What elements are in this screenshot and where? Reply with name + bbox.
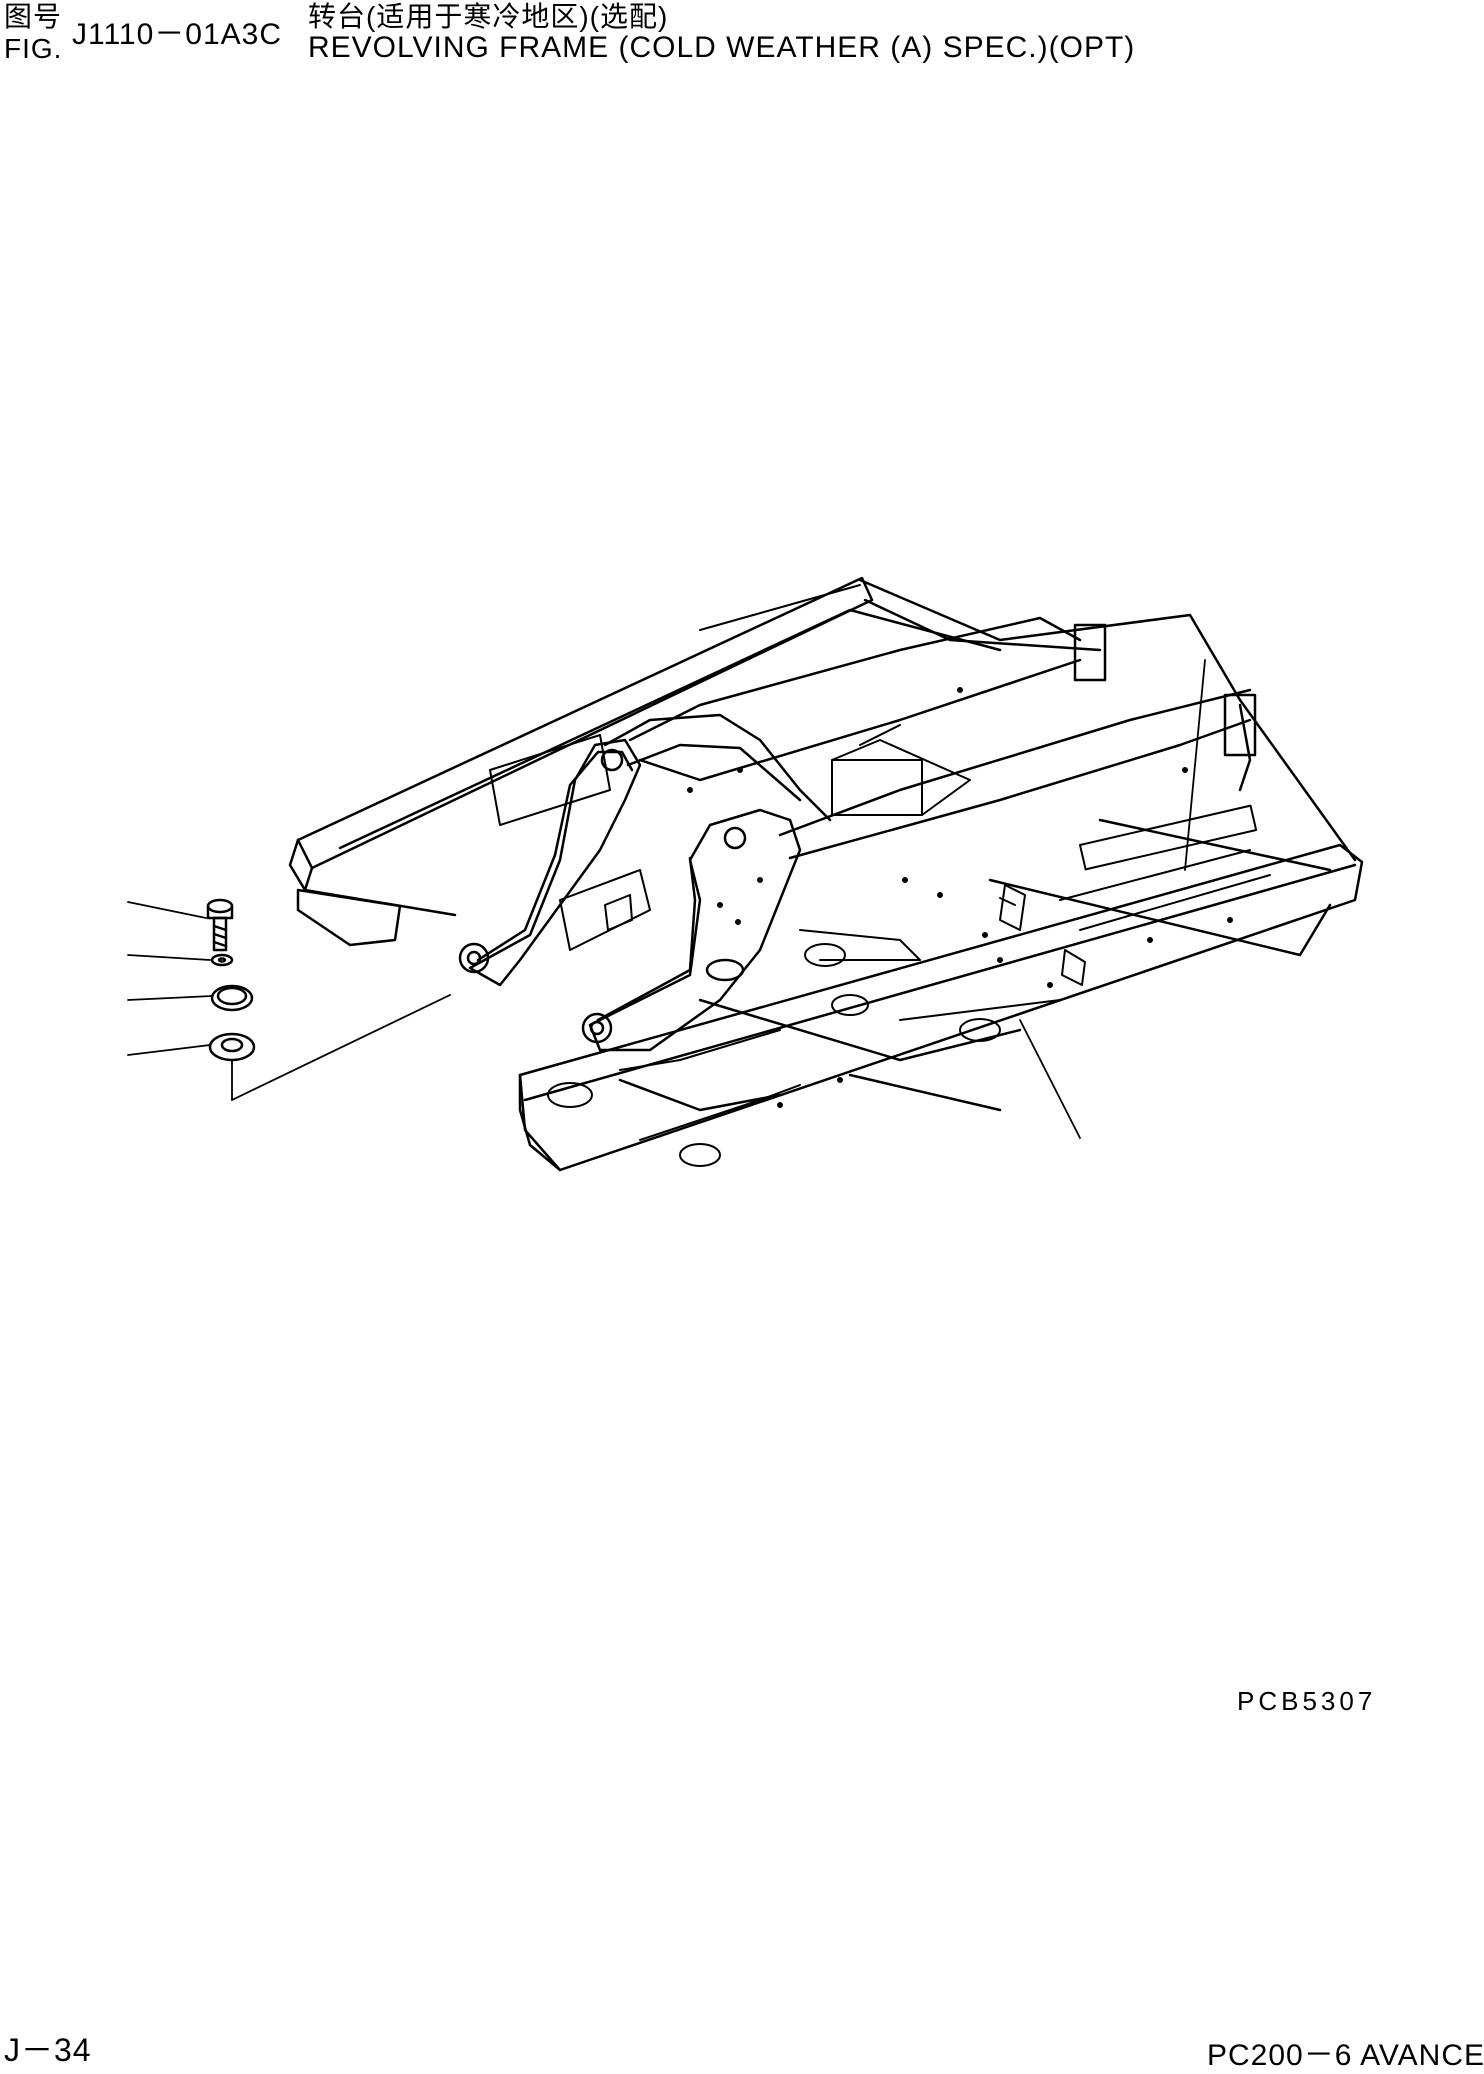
gasket-part	[208, 1032, 256, 1062]
fig-number: J1110－01A3C	[72, 18, 283, 51]
cover-part	[210, 984, 254, 1012]
bolt-holes	[687, 687, 1233, 1108]
model-name: PC200－6 AVANCE	[1207, 2039, 1484, 2072]
frame-details	[489, 584, 1271, 1167]
bolt-part	[206, 898, 234, 952]
revolving-frame	[288, 576, 1364, 1172]
fig-label-en: FIG.	[4, 33, 63, 64]
title-en: REVOLVING FRAME (COLD WEATHER (A) SPEC.)…	[308, 31, 1136, 64]
fig-label-cn: 图号	[4, 1, 63, 32]
leader-lines	[127, 659, 1206, 1139]
rear-beams	[628, 616, 1257, 860]
page-number: J－34	[4, 2032, 92, 2068]
title-cn: 转台(适用于寒冷地区)(选配)	[308, 1, 669, 32]
washer-part	[210, 953, 234, 967]
boom-bracket	[458, 713, 832, 1052]
drawing-code: PCB5307	[1237, 1686, 1376, 1716]
